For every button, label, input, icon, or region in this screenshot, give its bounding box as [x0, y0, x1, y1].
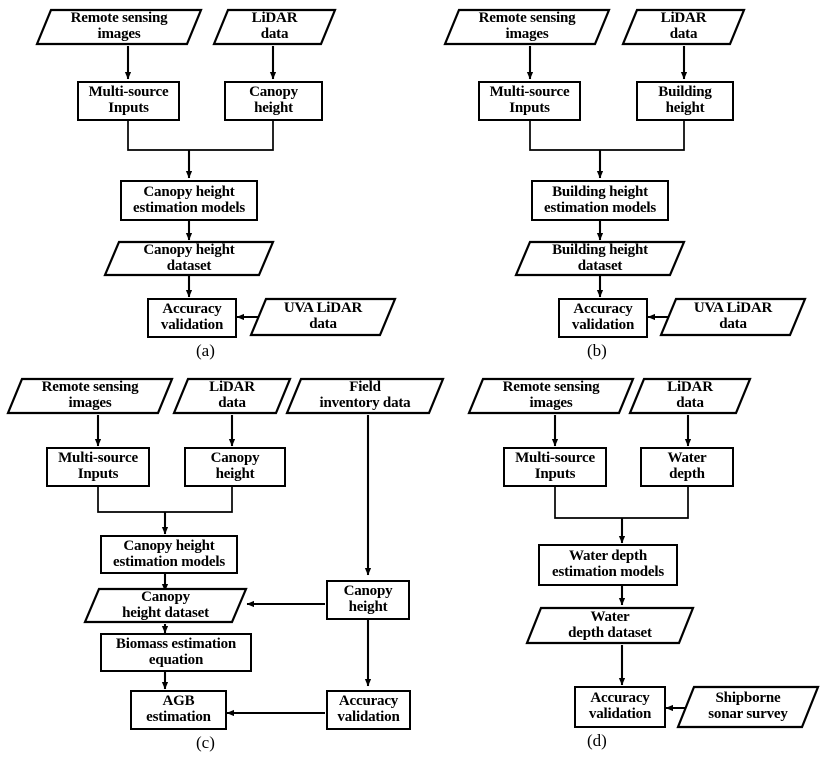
- node-c-biomass-equation: Biomass estimation equation: [100, 633, 252, 672]
- node-d-multi-source-inputs: Multi-source Inputs: [503, 447, 607, 487]
- node-a-accuracy-validation: Accuracy validation: [147, 298, 237, 338]
- panel-c-caption: (c): [196, 733, 215, 752]
- node-a-input-lidar-label: LiDAR data: [251, 10, 298, 42]
- node-d-accuracy-validation: Accuracy validation: [574, 686, 666, 728]
- node-b-building-height: Building height: [636, 81, 734, 121]
- node-d-input-lidar: LiDAR data: [628, 377, 752, 415]
- edge-a-merge-bar: [127, 121, 274, 151]
- node-d-water-depth-dataset-label: Water depth dataset: [568, 608, 652, 641]
- node-c-input-lidar-label: LiDAR data: [209, 379, 255, 411]
- edge-c-merge-bar: [97, 487, 233, 513]
- node-c-input-field-inventory-label: Field inventory data: [319, 379, 411, 411]
- node-b-building-height-dataset: Building height dataset: [514, 240, 686, 277]
- node-b-building-height-models: Building height estimation models: [531, 180, 669, 221]
- node-d-input-remote-sensing: Remote sensing images: [467, 377, 635, 415]
- node-a-canopy-height-dataset-label: Canopy height dataset: [143, 241, 235, 274]
- node-a-canopy-height-dataset: Canopy height dataset: [103, 240, 275, 277]
- node-b-uva-lidar-data-label: UVA LiDAR data: [693, 300, 773, 332]
- node-c-field-canopy-height: Canopy height: [326, 580, 410, 620]
- node-d-shipborne-sonar-survey-label: Shipborne sonar survey: [708, 690, 788, 722]
- node-d-water-depth: Water depth: [640, 447, 734, 487]
- node-c-multi-source-inputs: Multi-source Inputs: [46, 447, 150, 487]
- node-b-multi-source-inputs: Multi-source Inputs: [478, 81, 581, 121]
- node-b-accuracy-validation: Accuracy validation: [558, 298, 648, 338]
- node-c-canopy-height-models: Canopy height estimation models: [100, 535, 238, 574]
- node-b-input-remote-sensing-label: Remote sensing images: [478, 10, 576, 42]
- panel-d-caption: (d): [587, 731, 607, 750]
- node-b-input-lidar: LiDAR data: [621, 8, 746, 46]
- edge-d-merge-bar: [554, 487, 689, 519]
- node-d-water-depth-dataset: Water depth dataset: [525, 606, 695, 645]
- node-c-input-remote-sensing: Remote sensing images: [6, 377, 174, 415]
- panel-a-caption: (a): [196, 341, 215, 360]
- node-c-input-lidar: LiDAR data: [172, 377, 292, 415]
- node-a-multi-source-inputs: Multi-source Inputs: [77, 81, 180, 121]
- node-a-uva-lidar-data-label: UVA LiDAR data: [283, 300, 363, 332]
- node-c-canopy-height-dataset: Canopy height dataset: [83, 587, 248, 624]
- node-d-input-lidar-label: LiDAR data: [667, 379, 713, 411]
- node-a-input-lidar: LiDAR data: [212, 8, 337, 46]
- node-b-uva-lidar-data: UVA LiDAR data: [659, 297, 807, 337]
- node-c-input-field-inventory: Field inventory data: [285, 377, 445, 415]
- node-b-building-height-dataset-label: Building height dataset: [552, 241, 648, 274]
- node-a-input-remote-sensing-label: Remote sensing images: [70, 10, 168, 42]
- node-a-uva-lidar-data: UVA LiDAR data: [249, 297, 397, 337]
- node-c-input-remote-sensing-label: Remote sensing images: [41, 379, 139, 411]
- node-d-input-remote-sensing-label: Remote sensing images: [502, 379, 600, 411]
- node-a-canopy-height: Canopy height: [224, 81, 323, 121]
- node-a-input-remote-sensing: Remote sensing images: [35, 8, 203, 46]
- node-c-accuracy-validation: Accuracy validation: [326, 690, 411, 730]
- edge-b-merge-bar: [529, 121, 685, 151]
- node-d-water-depth-models: Water depth estimation models: [538, 544, 678, 586]
- node-d-shipborne-sonar-survey: Shipborne sonar survey: [676, 685, 820, 729]
- panel-b-caption: (b): [587, 341, 607, 360]
- node-c-canopy-height: Canopy height: [184, 447, 286, 487]
- node-c-agb-estimation: AGB estimation: [130, 690, 227, 730]
- node-c-canopy-height-dataset-label: Canopy height dataset: [122, 588, 209, 621]
- node-b-input-lidar-label: LiDAR data: [660, 10, 707, 42]
- node-a-canopy-height-models: Canopy height estimation models: [120, 180, 258, 221]
- node-b-input-remote-sensing: Remote sensing images: [443, 8, 611, 46]
